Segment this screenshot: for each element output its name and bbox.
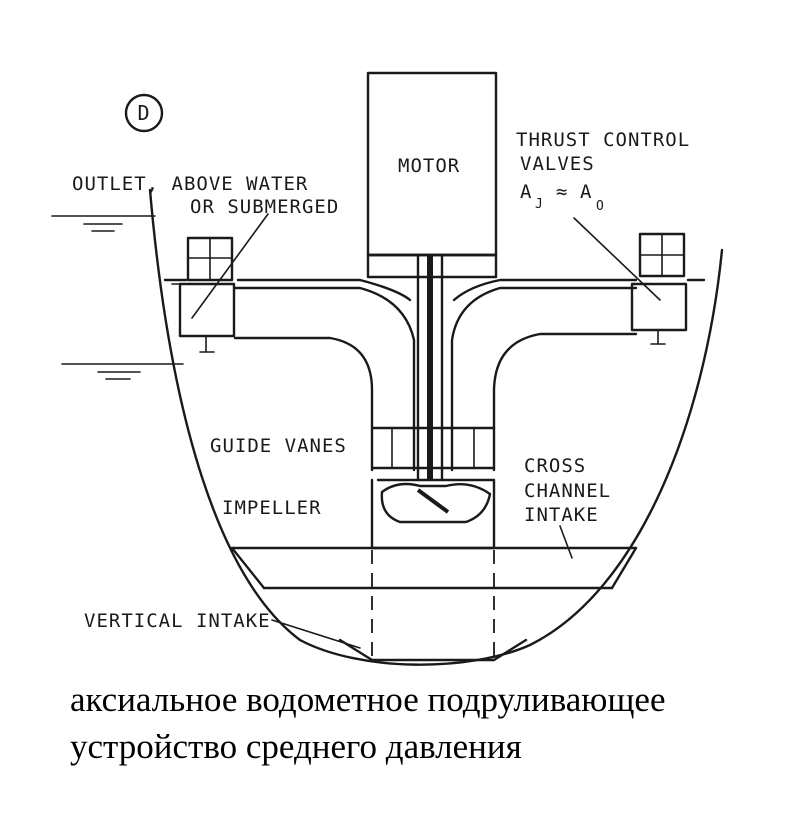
- right-valve: [630, 232, 688, 345]
- drive-shaft: [416, 253, 444, 482]
- left-outlet-tunnel-upper: [233, 286, 416, 472]
- outlet-label-line2: OR SUBMERGED: [190, 196, 339, 218]
- svg-text:≈: ≈: [556, 181, 568, 203]
- figure-caption: аксиальное водометное подруливающее устр…: [70, 676, 790, 770]
- hull-outline: [148, 188, 724, 666]
- left-valve: [171, 236, 236, 353]
- svg-text:J: J: [535, 197, 543, 212]
- svg-text:O: O: [596, 199, 604, 214]
- thrust-label-line2: VALVES: [520, 153, 595, 175]
- svg-text:A: A: [580, 181, 592, 203]
- deck-line-right: [452, 278, 706, 302]
- thrust-label-line1: THRUST CONTROL: [516, 129, 690, 151]
- impeller-label: IMPELLER: [222, 497, 322, 519]
- cross-channel-intake: [230, 546, 638, 590]
- outlet-leader: [191, 213, 269, 319]
- caption-line-1: аксиальное водометное подруливающее: [70, 680, 666, 719]
- cross-intake-line1: CROSS: [524, 455, 586, 477]
- water-level-upper: [51, 215, 156, 232]
- guide-vanes-label: GUIDE VANES: [210, 435, 347, 457]
- cross-intake-line2: CHANNEL: [524, 480, 611, 502]
- svg-text:A: A: [520, 181, 532, 203]
- cross-intake-leader: [559, 525, 573, 559]
- impeller-shape: [370, 478, 496, 550]
- thrust-formula: A J ≈ A O: [520, 181, 604, 214]
- vertical-intake-lines: [338, 550, 528, 662]
- motor-label: MOTOR: [398, 155, 460, 177]
- guide-vanes-housing: [370, 426, 496, 470]
- vertical-intake-label: VERTICAL INTAKE: [84, 610, 271, 632]
- caption-line-2: устройство среднего давления: [70, 727, 522, 766]
- left-outlet-tunnel-lower: [233, 336, 374, 472]
- cross-intake-line3: INTAKE: [524, 504, 599, 526]
- figure-letter-badge: D: [124, 93, 164, 133]
- thrust-leader: [573, 217, 661, 301]
- outlet-label-line1: OUTLET, ABOVE WATER: [72, 173, 308, 195]
- deck-line-left: [163, 278, 412, 302]
- right-outlet-tunnel-lower: [492, 332, 638, 472]
- right-outlet-tunnel-upper: [450, 286, 638, 472]
- vertical-intake-leader: [271, 619, 361, 649]
- water-level-lower: [61, 363, 184, 380]
- figure-letter: D: [137, 101, 150, 125]
